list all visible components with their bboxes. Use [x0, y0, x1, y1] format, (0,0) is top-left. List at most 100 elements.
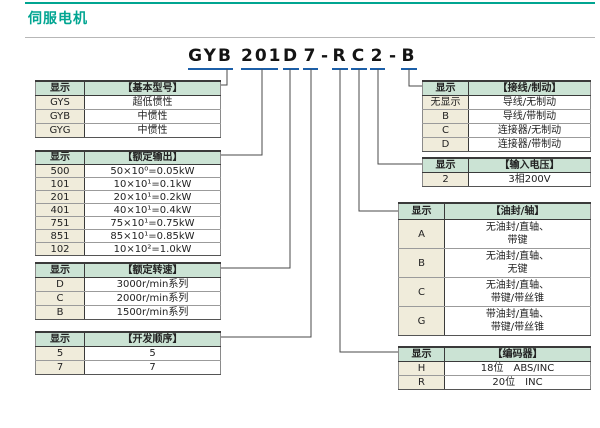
code-cell: 2: [422, 172, 469, 187]
connector-input-voltage: [377, 69, 422, 165]
model-dash-1: -: [321, 46, 331, 66]
connector-rated-speed: [218, 69, 291, 269]
desc-cell: 20×10¹=0.2kW: [84, 190, 221, 204]
code-cell: 7: [35, 360, 85, 375]
desc-cell: 40×10¹=0.4kW: [84, 203, 221, 217]
table-header-row: 显示 【接线/制动】: [422, 80, 591, 96]
desc-cell: 无油封/直轴、 带键/带丝锥: [444, 277, 591, 307]
desc-cell: 连接器/无制动: [468, 123, 591, 138]
accent-top-rule: [25, 2, 595, 4]
desc-cell: 无油封/直轴、 带键: [444, 219, 591, 249]
code-cell: 401: [35, 203, 85, 217]
table-header-row: 显示 【基本型号】: [35, 80, 221, 96]
table-title: 【油封/轴】: [444, 202, 591, 220]
code-cell: B: [422, 109, 469, 124]
model-segment-devorder: 7: [303, 47, 318, 70]
connector-rated-output: [218, 69, 263, 156]
table-title: 【编码器】: [444, 346, 591, 362]
code-cell: 851: [35, 229, 85, 243]
desc-cell: 中惯性: [84, 123, 221, 138]
model-segment-oilseal: C: [351, 47, 367, 70]
model-segment-voltage: 2: [370, 47, 385, 70]
desc-cell: 3相200V: [468, 172, 591, 187]
code-cell: 无显示: [422, 95, 469, 110]
column-header-display: 显示: [35, 262, 85, 278]
desc-cell: 导线/带制动: [468, 109, 591, 124]
desc-cell: 1500r/min系列: [84, 305, 221, 320]
column-header-display: 显示: [398, 346, 445, 362]
table-header-row: 显示 【额定转速】: [35, 262, 221, 278]
desc-cell: 50×10⁰=0.05kW: [84, 164, 221, 178]
desc-cell: 18位 ABS/INC: [444, 361, 591, 376]
column-header-display: 显示: [35, 331, 85, 347]
table-row: 无显示导线/无制动: [422, 95, 591, 110]
model-segment-wiring: B: [401, 47, 417, 70]
column-header-display: 显示: [422, 80, 469, 96]
desc-cell: 带油封/直轴、 带键/带丝锥: [444, 306, 591, 336]
desc-cell: 7: [84, 360, 221, 375]
table-header-row: 显示 【开发顺序】: [35, 331, 221, 347]
code-cell: 102: [35, 242, 85, 256]
model-segment-encoder: R: [332, 47, 348, 70]
code-cell: C: [398, 277, 445, 307]
code-cell: D: [422, 137, 469, 152]
table-title: 【开发顺序】: [84, 331, 221, 347]
connector-oilseal-shaft: [358, 69, 398, 212]
code-cell: 101: [35, 177, 85, 191]
code-cell: GYG: [35, 123, 85, 138]
column-header-display: 显示: [422, 157, 469, 173]
code-cell: 201: [35, 190, 85, 204]
connector-encoder: [339, 69, 398, 353]
desc-cell: 85×10¹=0.85kW: [84, 229, 221, 243]
table-title: 【额定输出】: [84, 150, 221, 165]
column-header-display: 显示: [398, 202, 445, 220]
desc-cell: 导线/无制动: [468, 95, 591, 110]
model-segment-series: GYB: [188, 47, 233, 70]
code-cell: C: [35, 291, 85, 306]
column-header-display: 显示: [35, 150, 85, 165]
code-cell: A: [398, 219, 445, 249]
desc-cell: 连接器/带制动: [468, 137, 591, 152]
model-dash-2: -: [389, 46, 399, 66]
desc-cell: 20位 INC: [444, 375, 591, 390]
code-cell: B: [398, 248, 445, 278]
desc-cell: 中惯性: [84, 109, 221, 124]
desc-cell: 5: [84, 346, 221, 361]
table-title: 【基本型号】: [84, 80, 221, 96]
table-header-row: 显示 【编码器】: [398, 346, 591, 362]
code-cell: GYS: [35, 95, 85, 110]
desc-cell: 10×10¹=0.1kW: [84, 177, 221, 191]
table-header-row: 显示 【输入电压】: [422, 157, 591, 173]
code-cell: 751: [35, 216, 85, 230]
desc-cell: 3000r/min系列: [84, 277, 221, 292]
